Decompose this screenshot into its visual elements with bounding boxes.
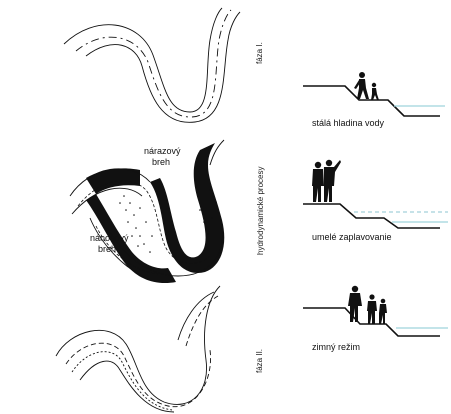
erosion-bank-label-2: breh [152, 157, 170, 167]
deposition-bank-label-2: breh [98, 244, 116, 254]
phase-1-label: fáza I. [255, 42, 264, 64]
section-2 [303, 204, 448, 228]
erosion-bank-label-1: nárazový [144, 146, 181, 156]
caption-constant-water-level: stálá hladina vody [312, 118, 384, 128]
meander-phase-1 [64, 8, 240, 122]
meander-hydrodynamic [70, 140, 224, 283]
caption-artificial-flooding: umelé zaplavovanie [312, 232, 392, 242]
people-row-2 [312, 160, 341, 202]
people-row-1 [354, 72, 379, 100]
section-3 [303, 308, 448, 336]
phase-2-label: fáza II. [255, 349, 264, 373]
hydrodynamic-process-label: hydrodynamické procesy [256, 167, 265, 255]
meander-phase-2 [56, 286, 220, 412]
deposition-bank-label-1: nánosový [90, 233, 129, 243]
caption-winter-regime: zimný režim [312, 342, 360, 352]
